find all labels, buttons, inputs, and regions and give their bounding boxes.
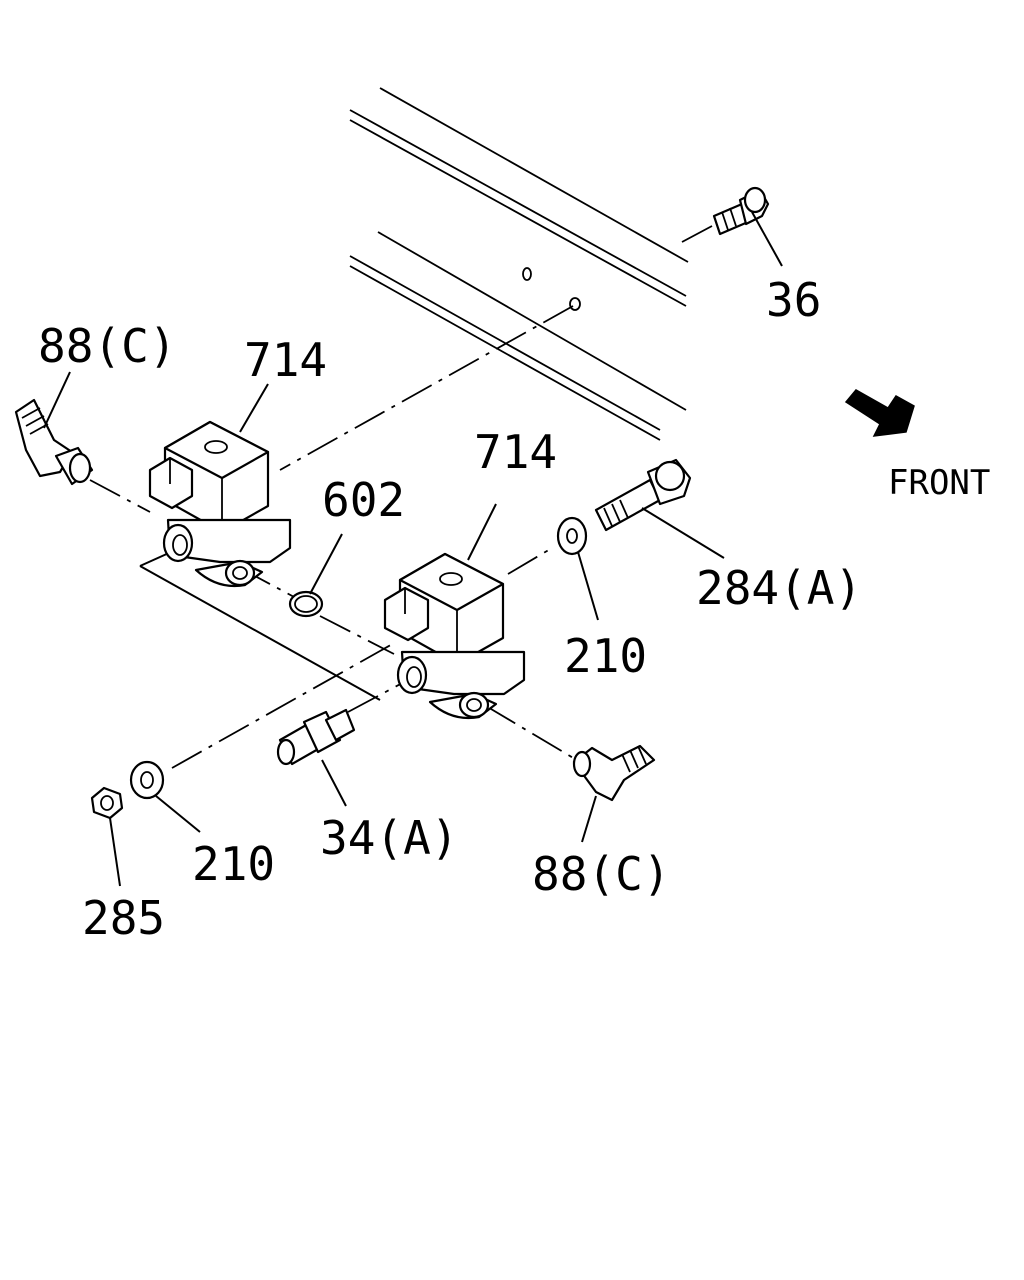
solenoid-valve-upper bbox=[148, 420, 292, 588]
fitting-34a bbox=[276, 708, 356, 766]
callout-labels: 36 88(C) 714 714 602 284(A) 210 210 285 … bbox=[38, 273, 990, 945]
label-fitting: 34(A) bbox=[320, 811, 458, 865]
label-hose-fitting-top: 88(C) bbox=[38, 319, 176, 373]
frame-rails bbox=[349, 87, 689, 441]
bolt-36 bbox=[712, 186, 770, 236]
front-arrow-icon bbox=[844, 389, 915, 437]
washer-left bbox=[129, 760, 165, 800]
solenoid-valve-lower bbox=[383, 552, 526, 720]
o-ring bbox=[288, 590, 324, 618]
label-solenoid-upper: 714 bbox=[244, 333, 327, 387]
washer-right bbox=[556, 516, 588, 556]
label-front: FRONT bbox=[888, 463, 990, 503]
label-solenoid-lower: 714 bbox=[474, 425, 557, 479]
assembly-center-lines bbox=[89, 225, 713, 769]
flange-bolt bbox=[594, 458, 692, 532]
label-washer-left: 210 bbox=[192, 837, 275, 891]
hose-fitting-lower bbox=[572, 744, 656, 802]
label-washer-right: 210 bbox=[564, 629, 647, 683]
nut-285 bbox=[90, 786, 124, 820]
label-bolt-36: 36 bbox=[766, 273, 821, 327]
hose-fitting-upper bbox=[14, 398, 94, 486]
leader-lines bbox=[43, 211, 783, 887]
label-hose-fitting-bottom: 88(C) bbox=[532, 847, 670, 901]
label-o-ring: 602 bbox=[322, 473, 405, 527]
label-nut: 285 bbox=[82, 891, 165, 945]
label-flange-bolt: 284(A) bbox=[696, 561, 862, 615]
